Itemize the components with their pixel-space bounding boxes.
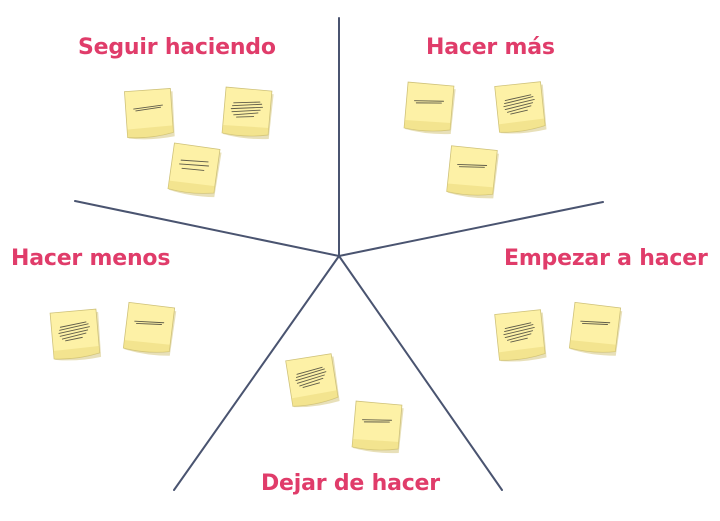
scribble-icon [580, 320, 611, 325]
sticky-notes [49, 81, 623, 454]
scribble-icon [134, 320, 165, 325]
sticky-note [403, 81, 456, 135]
sticky-note [122, 301, 177, 356]
scribble-icon [295, 366, 327, 388]
scribble-icon [58, 321, 90, 342]
sticky-note-curl [127, 125, 174, 138]
sticky-note-curl [291, 390, 339, 407]
section-label-keep-doing: Seguir haciendo [78, 35, 276, 60]
sticky-note [446, 145, 499, 199]
sticky-note-curl [352, 438, 399, 451]
scribble-icon [414, 100, 445, 104]
sticky-note-curl [498, 118, 546, 133]
sticky-note-curl [123, 340, 171, 353]
sticky-note-curl [446, 183, 494, 196]
section-label-do-less: Hacer menos [11, 246, 171, 271]
scribble-icon [503, 94, 535, 115]
sticky-note [49, 308, 102, 361]
sticky-note [285, 353, 340, 408]
sticky-note-curl [569, 340, 617, 353]
sticky-note [124, 88, 175, 140]
scribble-icon [503, 322, 535, 343]
sticky-note-curl [168, 180, 215, 194]
sticky-note [167, 142, 222, 198]
sticky-note-curl [498, 346, 546, 361]
sticky-note [494, 309, 547, 362]
section-label-do-more: Hacer más [426, 35, 555, 60]
divider-down-right [338, 255, 503, 491]
sticky-note [494, 81, 547, 134]
scribble-icon [362, 419, 393, 423]
divider-lines [74, 17, 604, 491]
sticky-note-curl [53, 345, 100, 360]
sticky-note [221, 86, 274, 140]
scribble-icon [457, 164, 488, 168]
scribble-icon [133, 104, 163, 112]
sticky-note-curl [404, 119, 451, 132]
scribble-icon [179, 159, 210, 171]
section-label-start-doing: Empezar a hacer [504, 246, 708, 271]
section-label-stop-doing: Dejar de hacer [261, 471, 440, 496]
divider-right [338, 201, 604, 257]
sticky-note [351, 400, 404, 454]
divider-down-left [173, 255, 340, 491]
sticky-note-curl [222, 124, 269, 137]
sticky-note [568, 301, 623, 356]
divider-left [74, 200, 340, 257]
scribble-icon [230, 101, 263, 118]
